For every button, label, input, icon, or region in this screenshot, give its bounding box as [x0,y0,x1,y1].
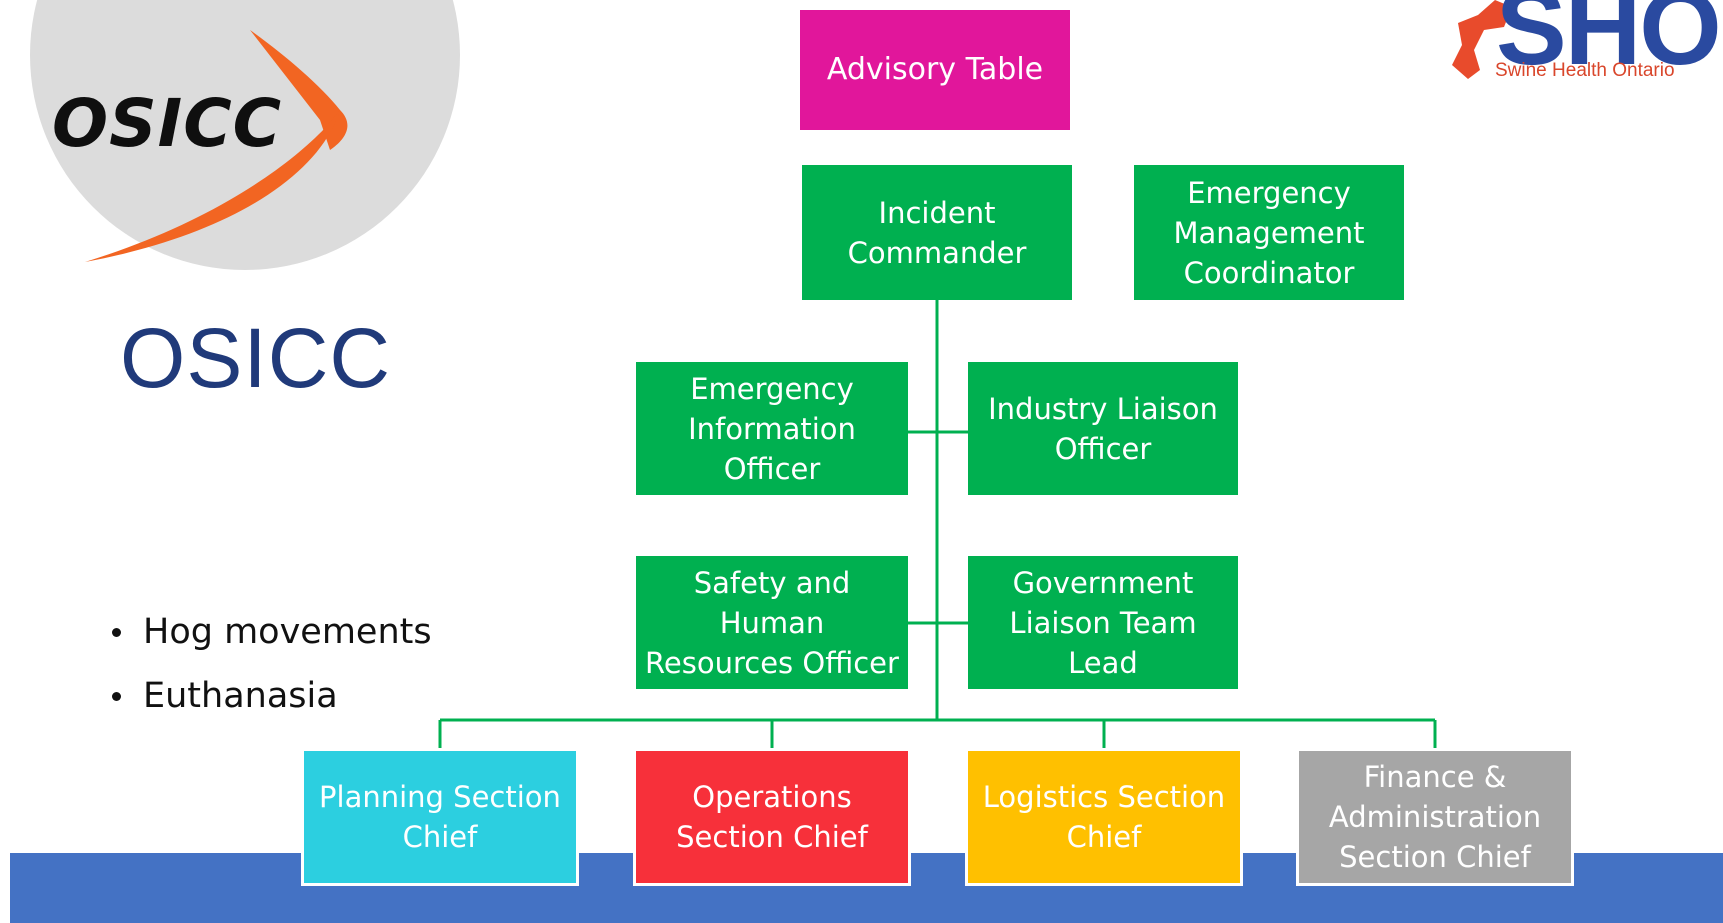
bullet-list: Hog movements Euthanasia [112,600,432,728]
government-liaison-team-lead-box: Government Liaison Team Lead [968,556,1238,689]
sho-logo-subtitle: Swine Health Ontario [1495,60,1675,81]
bullet-dot [112,627,121,637]
bullet-text: Hog movements [143,612,432,652]
osicc-swoosh-icon [85,30,348,262]
industry-liaison-officer-box: Industry Liaison Officer [968,362,1238,495]
operations-section-chief-box: Operations Section Chief [633,748,911,886]
ontario-map-icon [1452,0,1512,79]
emergency-information-officer-box: Emergency Information Officer [636,362,908,495]
bullet-dot [112,691,121,701]
emergency-management-coordinator-box: Emergency Management Coordinator [1134,165,1404,300]
logistics-section-chief-box: Logistics Section Chief [965,748,1243,886]
finance-admin-section-chief-box: Finance & Administration Section Chief [1296,748,1574,886]
bullet-item: Hog movements [112,600,432,664]
advisory-table-box: Advisory Table [800,10,1070,130]
incident-commander-box: Incident Commander [802,165,1072,300]
planning-section-chief-box: Planning Section Chief [301,748,579,886]
bullet-item: Euthanasia [112,664,432,728]
bullet-text: Euthanasia [143,676,338,716]
osicc-logo-text: OSICC [52,85,283,162]
safety-hr-officer-box: Safety and Human Resources Officer [636,556,908,689]
sho-logo-text: SHO [1496,0,1722,87]
osicc-title: OSICC [120,311,392,405]
sho-logo: SHO Swine Health Ontario [1440,0,1723,115]
